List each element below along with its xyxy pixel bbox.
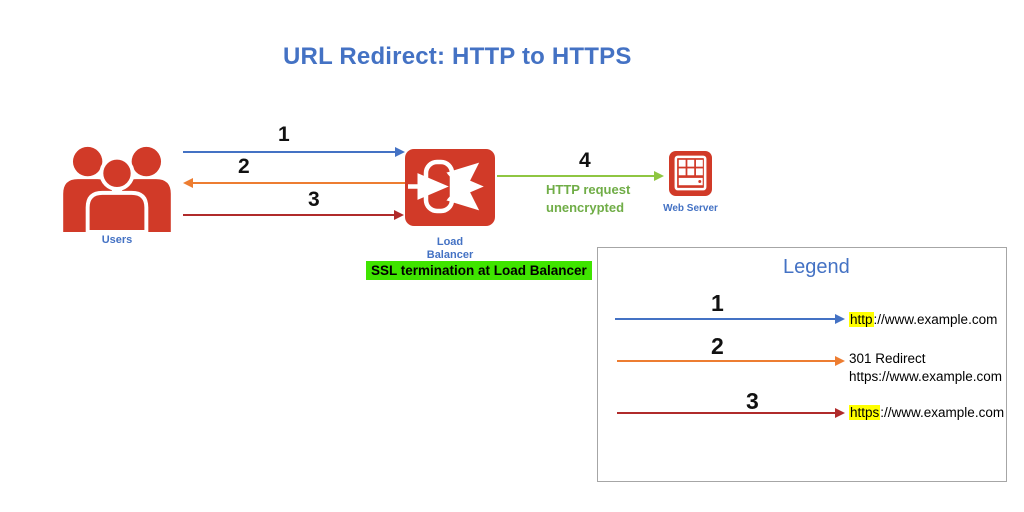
ssl-termination-note: SSL termination at Load Balancer bbox=[366, 261, 592, 280]
flow-4-arrow bbox=[497, 171, 664, 181]
web-server-label: Web Server bbox=[663, 203, 718, 214]
web-server-icon bbox=[669, 151, 712, 196]
legend-row-3-number: 3 bbox=[746, 388, 759, 414]
legend-box bbox=[597, 247, 1007, 482]
legend-row-3-highlight: https bbox=[849, 405, 881, 420]
legend-row-2-arrow bbox=[617, 356, 845, 366]
flow-4-caption-line2: unencrypted bbox=[546, 200, 625, 215]
users-icon bbox=[63, 146, 171, 232]
legend-row-1-rest: ://www.example.com bbox=[873, 312, 998, 327]
legend-row-1-label: http://www.example.com bbox=[849, 311, 997, 329]
legend-row-1-arrow bbox=[615, 314, 845, 324]
load-balancer-label-line1: Load bbox=[436, 236, 464, 248]
legend-title: Legend bbox=[783, 256, 850, 278]
flow-2-arrow bbox=[183, 178, 405, 188]
flow-1-number: 1 bbox=[278, 123, 290, 146]
legend-row-2-line1: 301 Redirect bbox=[849, 351, 926, 366]
legend-row-3-rest: ://www.example.com bbox=[880, 405, 1005, 420]
flow-1-arrow bbox=[183, 147, 405, 157]
load-balancer-label-line2: Balancer bbox=[426, 249, 474, 261]
flow-2-number: 2 bbox=[238, 155, 250, 178]
load-balancer-icon bbox=[405, 149, 495, 226]
legend-row-1-number: 1 bbox=[711, 290, 724, 316]
legend-row-2-label: 301 Redirect https://www.example.com bbox=[849, 350, 1002, 386]
legend-row-3-label: https://www.example.com bbox=[849, 404, 1004, 422]
legend-row-3-arrow bbox=[617, 408, 845, 418]
legend-row-2-line2: https://www.example.com bbox=[849, 369, 1003, 384]
flow-4-caption: HTTP request unencrypted bbox=[546, 181, 630, 217]
load-balancer-label: Load Balancer bbox=[405, 236, 495, 262]
flow-3-number: 3 bbox=[308, 188, 320, 211]
flow-4-number: 4 bbox=[579, 149, 591, 172]
users-label: Users bbox=[101, 234, 133, 246]
page-title: URL Redirect: HTTP to HTTPS bbox=[283, 43, 632, 70]
flow-4-caption-line1: HTTP request bbox=[546, 182, 631, 197]
legend-row-2-number: 2 bbox=[711, 333, 724, 359]
legend-row-1-highlight: http bbox=[849, 312, 874, 327]
flow-3-arrow bbox=[183, 210, 404, 220]
